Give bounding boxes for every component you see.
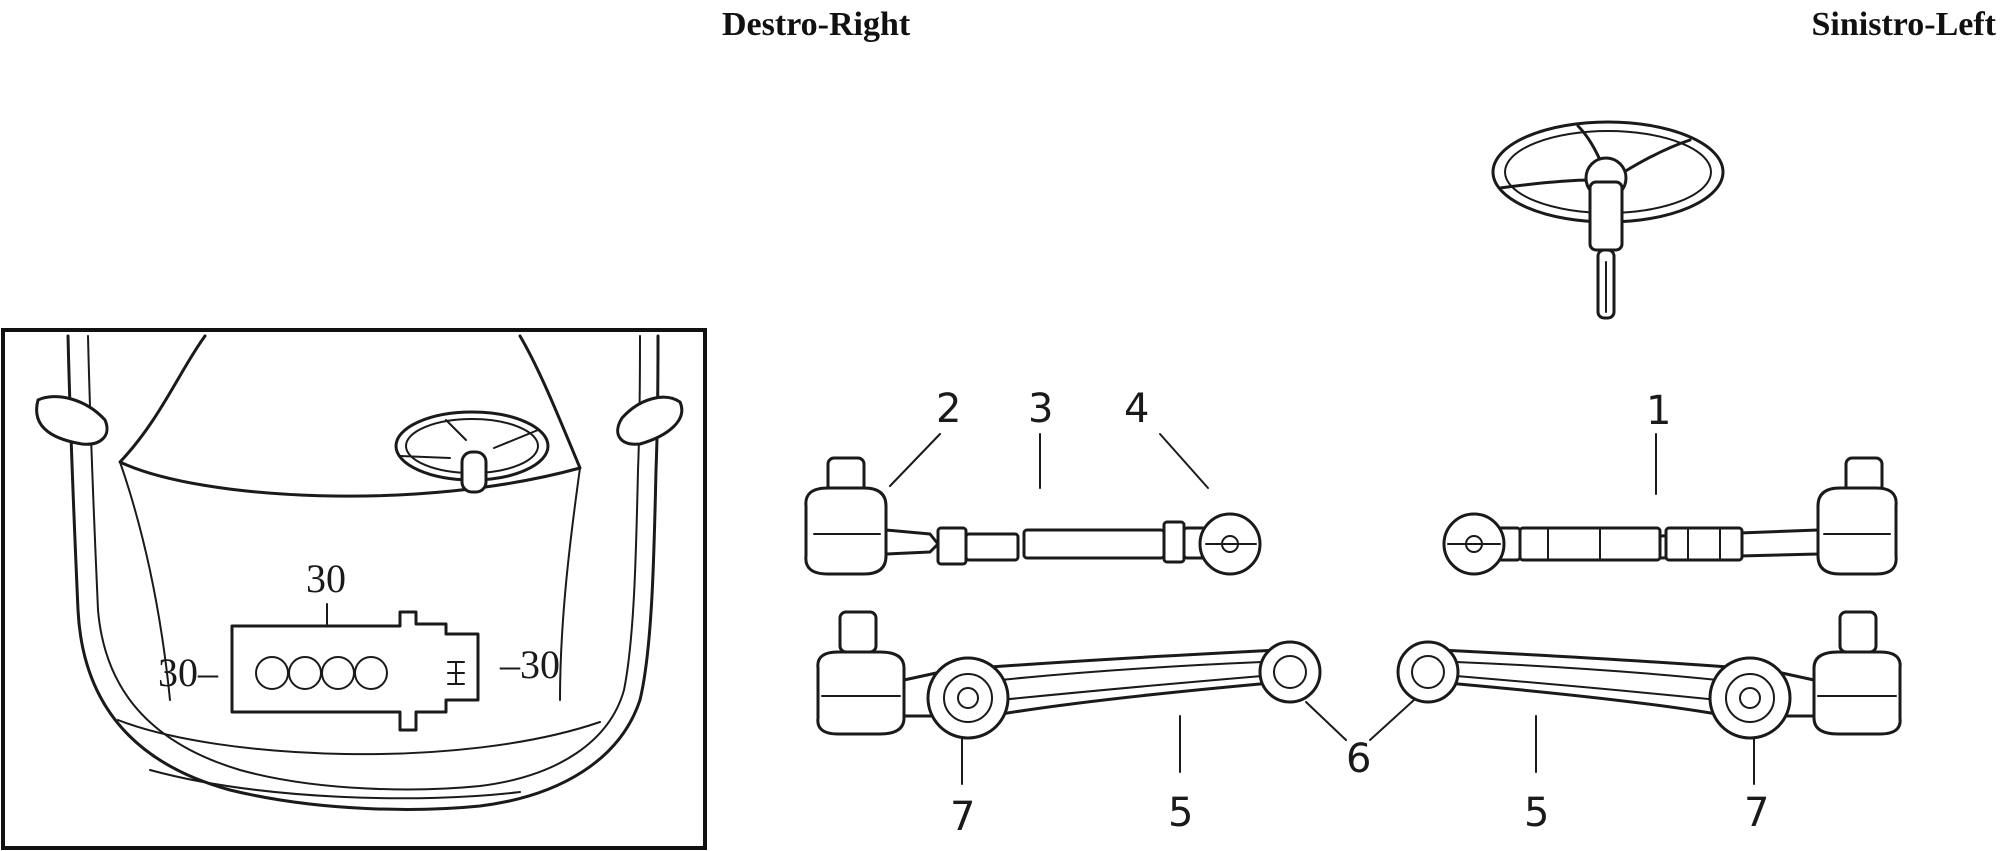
control-arm-right <box>816 610 1322 740</box>
inset-code-right: –30 <box>499 642 560 687</box>
callout-6: 6 <box>1346 736 1371 782</box>
callout-leaders <box>889 433 1755 785</box>
tie-rod-right-adjustable <box>804 456 1262 576</box>
callout-7-left: 7 <box>1744 790 1769 836</box>
control-arm-left <box>1396 610 1902 740</box>
callout-2: 2 <box>936 386 961 432</box>
callout-7-right: 7 <box>950 794 975 840</box>
inset-code-top: 30 <box>306 556 346 601</box>
callout-4: 4 <box>1124 386 1149 432</box>
header-sinistro-left: Sinistro-Left <box>1811 6 1996 43</box>
callout-5-left: 5 <box>1524 790 1549 836</box>
steering-wheel-icon <box>1491 120 1725 320</box>
callout-3: 3 <box>1028 386 1053 432</box>
tie-rod-left <box>1442 456 1898 576</box>
callout-5-right: 5 <box>1168 790 1193 836</box>
inset-code-left: 30– <box>158 650 219 695</box>
car-top-view-icon <box>1 328 707 850</box>
callout-1: 1 <box>1646 388 1671 434</box>
header-destro-right: Destro-Right <box>722 6 911 43</box>
